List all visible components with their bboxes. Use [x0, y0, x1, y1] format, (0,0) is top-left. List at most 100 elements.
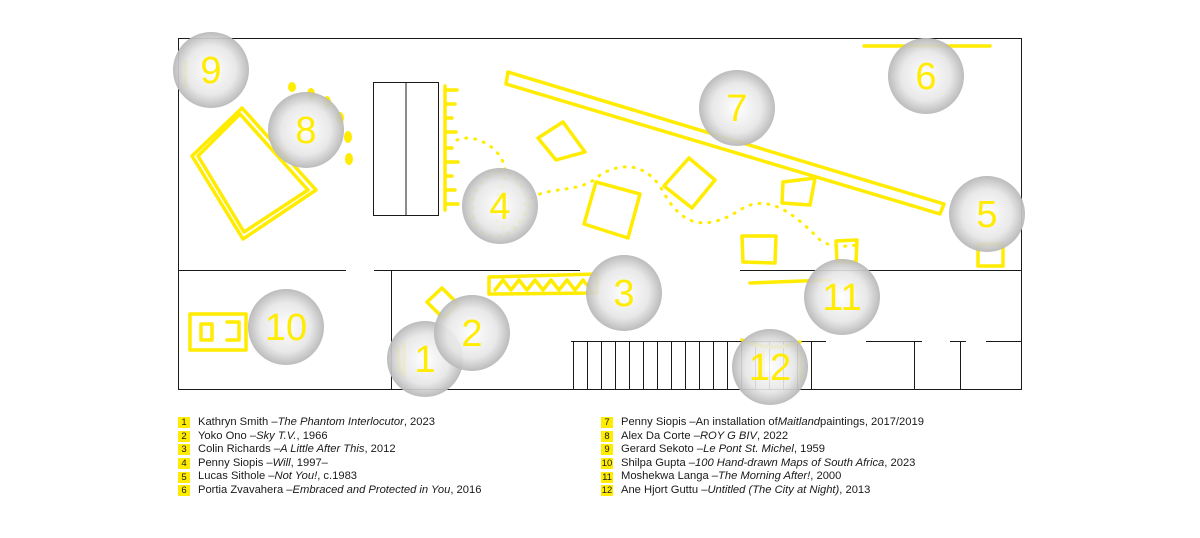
legend-work-title: 100 Hand-drawn Maps of South Africa	[695, 456, 885, 469]
legend-post: , c.1983	[317, 470, 358, 483]
legend-artist: Alex Da Corte –	[621, 429, 700, 442]
legend-item: 11 Moshekwa Langa – The Morning After!, 2…	[601, 470, 924, 484]
legend-number: 10	[601, 458, 613, 470]
artwork-7-frame-f	[834, 238, 859, 264]
marker-number: 11	[822, 277, 861, 319]
legend-artist: Moshekwa Langa –	[621, 470, 719, 483]
marker-number: 9	[200, 50, 221, 92]
legend-item: 1 Kathryn Smith – The Phantom Interlocuto…	[178, 416, 481, 430]
legend-number: 12	[601, 485, 613, 497]
legend-number: 2	[178, 430, 190, 442]
legend-number: 3	[178, 444, 190, 456]
marker-circle	[732, 329, 808, 405]
legend-work-title: Sky T.V.	[256, 429, 297, 442]
marker-8: 8	[268, 92, 344, 168]
artwork-7-frame-d	[780, 176, 817, 207]
marker-4: 4	[462, 168, 538, 244]
legend-artist: Penny Siopis –	[198, 456, 273, 469]
legend-number: 1	[178, 417, 190, 429]
legend-artist: Lucas Sithole –	[198, 470, 275, 483]
marker-circle	[248, 289, 324, 365]
marker-circle	[804, 259, 880, 335]
marker-circle	[699, 70, 775, 146]
legend-artist: Penny Siopis –	[621, 416, 696, 428]
legend-item: 12 Ane Hjort Guttu – Untitled (The City a…	[601, 484, 924, 498]
legend-artist: Kathryn Smith –	[198, 416, 278, 428]
legend-post: , 1997–	[290, 456, 328, 469]
marker-circle	[586, 255, 662, 331]
marker-6: 6	[888, 38, 964, 114]
marker-number: 3	[613, 273, 634, 315]
marker-number: 6	[915, 56, 936, 98]
artwork-7-frame-c	[662, 156, 717, 210]
legend-pre: An installation of	[695, 416, 778, 428]
marker-circle	[888, 38, 964, 114]
legend-post: , 2022	[756, 429, 789, 442]
marker-circle	[949, 176, 1025, 252]
legend-work-title: Embraced and Protected in You	[292, 483, 451, 496]
legend-artist: Gerard Sekoto –	[621, 443, 704, 456]
marker-number: 8	[295, 110, 316, 152]
legend-artist: Ane Hjort Guttu –	[621, 483, 708, 496]
marker-number: 1	[414, 339, 435, 381]
legend-work-title: The Phantom Interlocutor	[277, 416, 404, 428]
marker-9: 9	[173, 32, 249, 108]
legend-number: 4	[178, 458, 190, 470]
legend-number: 8	[601, 430, 613, 442]
legend-number: 7	[601, 417, 613, 429]
legend-post: , 2013	[839, 483, 871, 496]
legend-artist: Portia Zvavahera –	[198, 483, 293, 496]
legend-right: 7 Penny Siopis – An installation of Maitl…	[601, 416, 924, 498]
marker-5: 5	[949, 176, 1025, 252]
legend-post: , 2000	[810, 470, 842, 483]
legend-item: 10 Shilpa Gupta – 100 Hand-drawn Maps of …	[601, 457, 924, 471]
legend-work-title: Not You!	[274, 470, 318, 483]
marker-number: 5	[976, 194, 997, 236]
legend-post: , 1966	[296, 429, 328, 442]
legend-item: 6 Portia Zvavahera – Embraced and Protect…	[178, 484, 481, 498]
legend-artist: Colin Richards –	[198, 443, 281, 456]
marker-circle	[462, 168, 538, 244]
marker-3: 3	[586, 255, 662, 331]
legend-post: paintings, 2017/2019	[820, 416, 924, 428]
legend-number: 5	[178, 471, 190, 483]
legend-work-title: Will	[272, 456, 291, 469]
legend-work-title: A Little After This	[280, 443, 365, 456]
artwork-4-comb	[443, 84, 460, 212]
legend-post: , 2012	[364, 443, 396, 456]
legend-work-title: Untitled (The City at Night)	[707, 483, 840, 496]
legend-item: 4 Penny Siopis – Will, 1997–	[178, 457, 481, 471]
artwork-7-beam	[504, 70, 946, 216]
legend-item: 8 Alex Da Corte – ROY G BIV, 2022	[601, 430, 924, 444]
artwork-7-frame-b	[582, 180, 642, 240]
legend-work-title: ROY G BIV	[699, 429, 757, 442]
legend-work-title: Le Pont St. Michel	[703, 443, 794, 456]
artwork-3-zigzag	[487, 272, 599, 296]
marker-number: 4	[489, 186, 510, 228]
marker-circle	[173, 32, 249, 108]
legend-number: 9	[601, 444, 613, 456]
marker-circle	[434, 295, 510, 371]
legend-artist: Yoko Ono –	[198, 429, 257, 442]
marker-10: 10	[248, 289, 324, 365]
legend-work-title: Maitland	[777, 416, 821, 428]
marker-number: 12	[749, 347, 791, 389]
legend-artist: Shilpa Gupta –	[621, 456, 696, 469]
legend-work-title: The Morning After!	[718, 470, 811, 483]
legend-number: 11	[601, 471, 613, 483]
marker-11: 11	[804, 259, 880, 335]
legend-number: 6	[178, 485, 190, 497]
legend-item: 3 Colin Richards – A Little After This, 2…	[178, 443, 481, 457]
legend-item: 5 Lucas Sithole – Not You!, c.1983	[178, 470, 481, 484]
legend-item: 2 Yoko Ono – Sky T.V., 1966	[178, 430, 481, 444]
legend-post: , 2023	[403, 416, 435, 428]
marker-7: 7	[699, 70, 775, 146]
legend-post: , 2023	[884, 456, 916, 469]
marker-12: 12	[732, 329, 808, 405]
legend-post: , 2016	[450, 483, 482, 496]
legend-left: 1 Kathryn Smith – The Phantom Interlocuto…	[178, 416, 481, 498]
marker-number: 10	[265, 307, 307, 349]
